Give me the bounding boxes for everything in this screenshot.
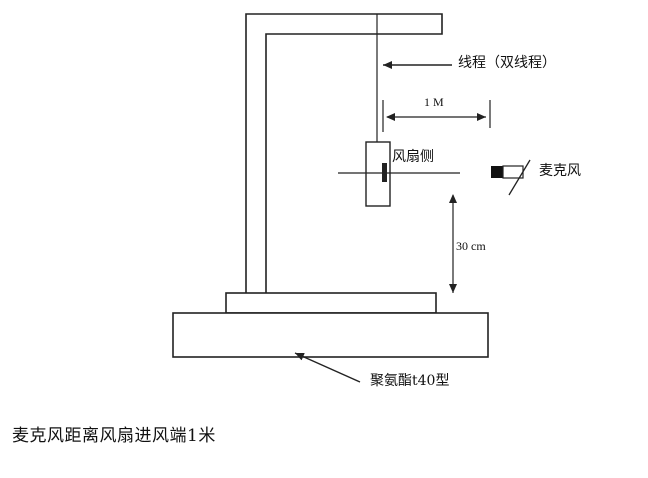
fan-side-label: 风扇侧 (392, 149, 434, 165)
base-block (172, 312, 489, 358)
foam-label: 聚氨酯t40型 (370, 373, 450, 389)
microphone-head (491, 166, 503, 178)
foam-pad (225, 292, 437, 314)
distance-label: 1 M (424, 95, 444, 109)
microphone-stand (508, 159, 531, 196)
foam-pointer-arrow (294, 352, 361, 383)
microphone-label: 麦克风 (539, 163, 581, 179)
string-label: 线程（双线程） (458, 55, 556, 71)
figure-caption: 麦克风距离风扇进风端1米 (12, 426, 216, 446)
height-label: 30 cm (456, 239, 486, 253)
